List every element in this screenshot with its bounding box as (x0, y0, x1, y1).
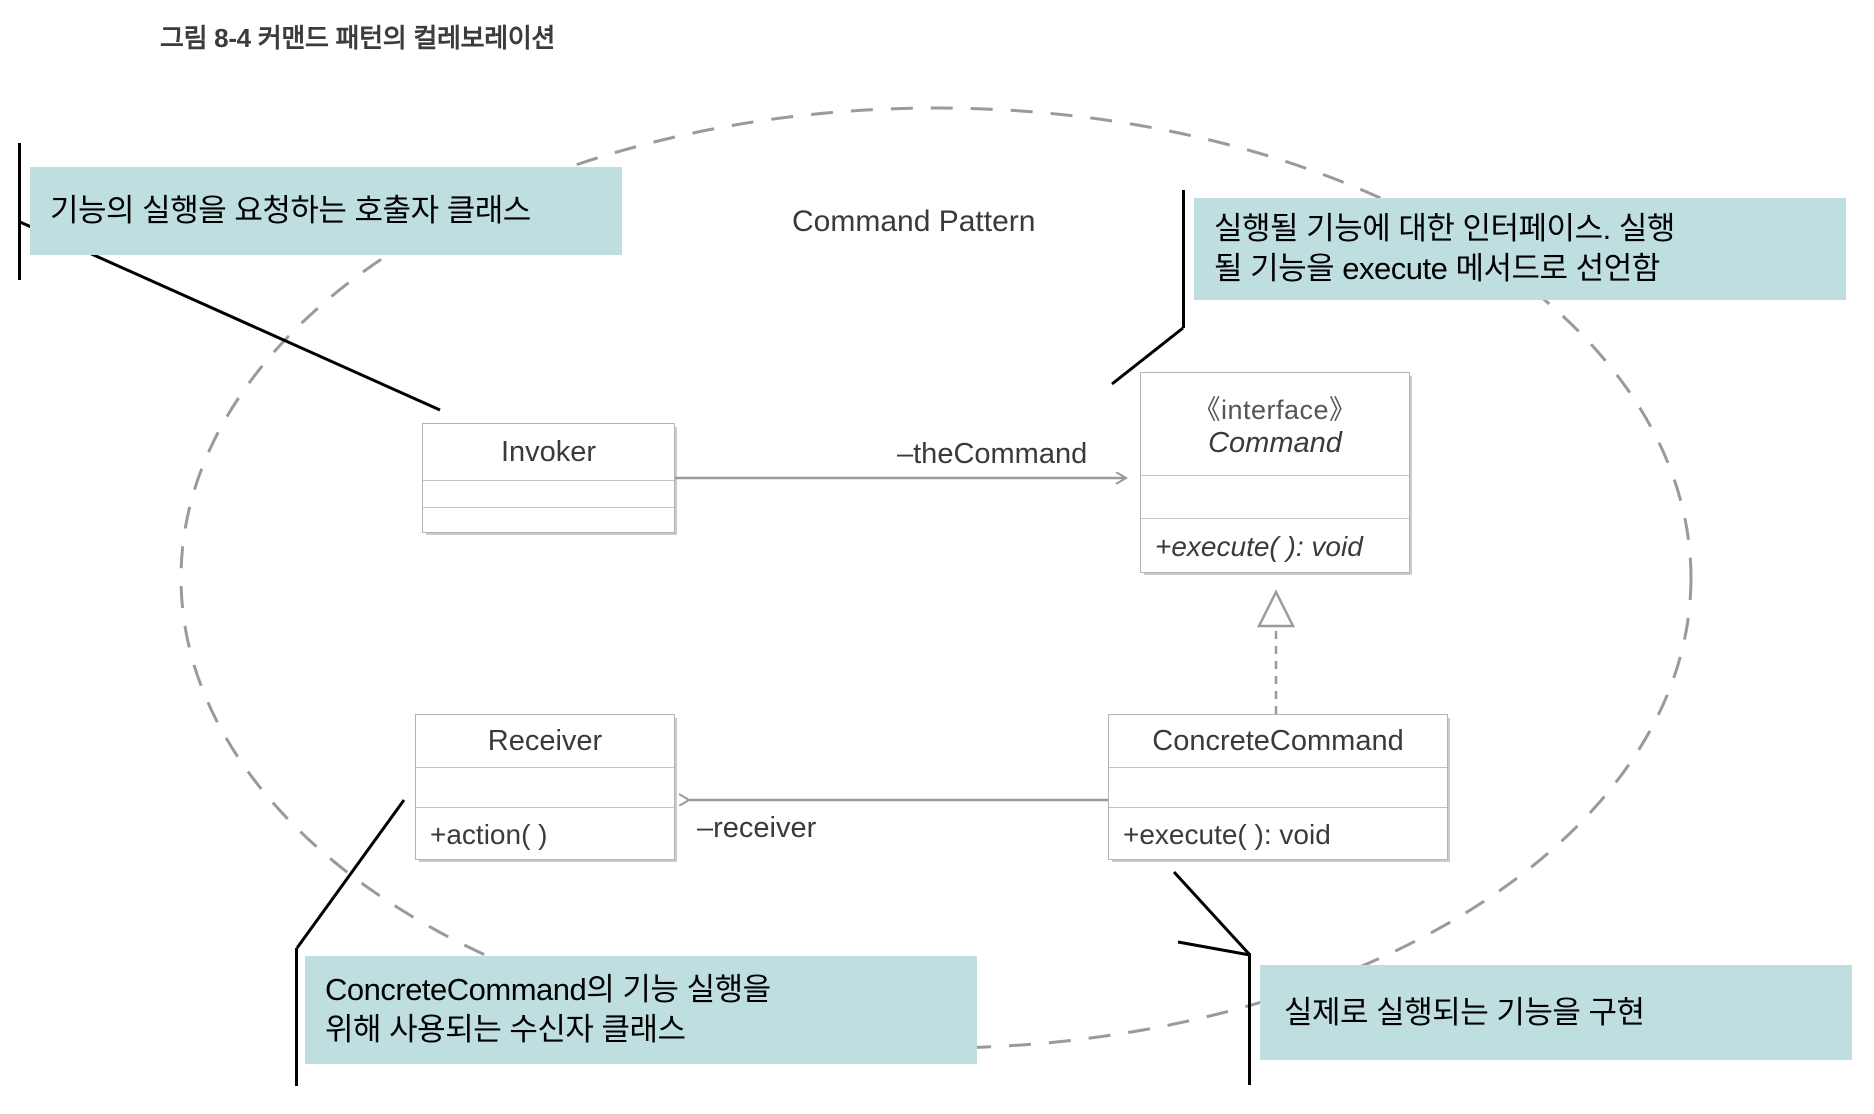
callout-command: 실행될 기능에 대한 인터페이스. 실행 될 기능을 execute 메서드로 … (1194, 198, 1846, 300)
uml-class-receiver-operation-text: +action( ) (430, 818, 548, 850)
callout-invoker-text: 기능의 실행을 요청하는 호출자 클래스 (50, 193, 531, 229)
uml-class-invoker-title: Invoker (423, 424, 674, 480)
uml-class-command-title: 《interface》 Command (1141, 373, 1409, 475)
callout-bar-command (1182, 190, 1185, 328)
callout-invoker: 기능의 실행을 요청하는 호출자 클래스 (30, 167, 622, 255)
leader-receiver (295, 799, 406, 949)
callout-receiver-text: ConcreteCommand의 기능 실행을 위해 사용되는 수신자 클래스 (325, 972, 771, 1047)
uml-class-invoker[interactable]: Invoker (422, 423, 675, 533)
callout-bar-invoker (18, 143, 21, 280)
collaboration-label: Command Pattern (792, 205, 1036, 238)
uml-class-command-operation-text: +execute( ): void (1155, 530, 1363, 562)
edge-label-the-command: –theCommand (897, 438, 1088, 470)
callout-receiver: ConcreteCommand의 기능 실행을 위해 사용되는 수신자 클래스 (305, 956, 977, 1064)
uml-class-receiver[interactable]: Receiver +action( ) (415, 714, 675, 860)
uml-class-concrete-command-name: ConcreteCommand (1152, 724, 1404, 757)
callout-concrete-command: 실제로 실행되는 기능을 구현 (1260, 965, 1852, 1060)
uml-class-invoker-attributes (423, 480, 674, 507)
uml-class-receiver-operations: +action( ) (416, 807, 674, 861)
uml-class-command-name: Command (1208, 427, 1342, 459)
uml-class-concrete-command-title: ConcreteCommand (1109, 715, 1447, 767)
uml-class-invoker-name: Invoker (500, 435, 597, 468)
uml-class-command-attributes (1141, 475, 1409, 518)
uml-class-receiver-attributes (416, 767, 674, 807)
uml-class-receiver-title: Receiver (416, 715, 674, 767)
realization-triangle-head (1256, 589, 1296, 628)
callout-concrete-command-text: 실제로 실행되는 기능을 구현 (1284, 994, 1645, 1030)
uml-class-command[interactable]: 《interface》 Command +execute( ): void (1140, 372, 1410, 573)
uml-class-concrete-command[interactable]: ConcreteCommand +execute( ): void (1108, 714, 1448, 860)
callout-command-text: 실행될 기능에 대한 인터페이스. 실행 될 기능을 execute 메서드로 … (1214, 211, 1675, 286)
uml-class-concrete-command-attributes (1109, 767, 1447, 807)
callout-bar-receiver (295, 948, 298, 1086)
edge-label-receiver: –receiver (697, 812, 817, 844)
uml-class-command-stereotype: 《interface》 (1193, 395, 1357, 425)
uml-class-command-operations: +execute( ): void (1141, 518, 1409, 574)
uml-class-invoker-operations (423, 507, 674, 534)
leader-concrete-2 (1172, 870, 1252, 957)
uml-class-concrete-command-operations: +execute( ): void (1109, 807, 1447, 861)
uml-class-receiver-name: Receiver (487, 724, 603, 757)
uml-class-concrete-command-operation-text: +execute( ): void (1123, 818, 1331, 850)
leader-concrete (1177, 940, 1251, 957)
callout-bar-concrete (1248, 953, 1251, 1085)
figure-caption: 그림 8-4 커맨드 패턴의 컬레보레이션 (160, 23, 556, 53)
